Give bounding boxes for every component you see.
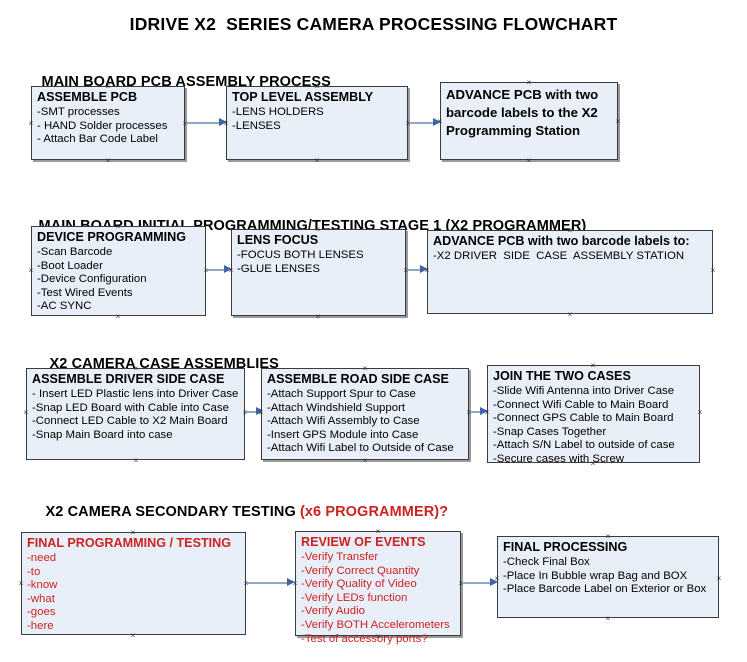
node-line: -LENSES [232,119,281,132]
node-line: -Attach Wifi Label to Outside of Case [267,442,454,455]
arrow-final-programming-to-review-events [247,582,291,584]
section-heading-accent: (x6 PROGRAMMER)? [299,504,449,520]
node-title: REVIEW OF EVENTS [301,535,426,549]
node-title: ASSEMBLE PCB [37,90,138,104]
node-join-the-two-cases[interactable]: JOIN THE TWO CASES -Slide Wifi Antenna i… [487,365,700,465]
node-line: -X2 DRIVER SIDE CASE ASSEMBLY STATION [433,250,685,262]
node-assemble-pcb[interactable]: ASSEMBLE PCB -SMT processes - HAND Solde… [31,86,185,160]
node-advance-pcb-driver-side-case[interactable]: ADVANCE PCB with two barcode labels to: … [427,230,713,314]
node-line: -AC SYNC [37,300,92,313]
node-line: -Place Barcode Label on Exterior or Box [503,583,707,596]
node-review-of-events[interactable]: REVIEW OF EVENTS -Verify Transfer -Verif… [295,531,461,645]
node-device-programming[interactable]: DEVICE PROGRAMMING -Scan Barcode -Boot L… [31,226,206,316]
node-line: -Verify Transfer [301,551,379,563]
node-title: DEVICE PROGRAMMING [37,230,187,244]
node-line: -Check Final Box [503,556,590,568]
node-line: -Boot Loader [37,259,103,272]
node-line: -need [27,552,57,564]
section-heading-x2-camera-secondary-testing: X2 CAMERA SECONDARY TESTING (x6 PROGRAMM… [29,488,449,536]
arrow-assemble-pcb-to-top-level [186,122,222,124]
node-line: -Place In Bubble wrap Bag and BOX [503,569,688,582]
arrow-head-icon [490,578,498,586]
section-heading-text: X2 CAMERA SECONDARY TESTING [45,504,300,520]
node-title: JOIN THE TWO CASES [493,369,631,383]
node-line: -GLUE LENSES [237,262,320,275]
node-title: ASSEMBLE DRIVER SIDE CASE [32,372,225,386]
node-title: TOP LEVEL ASSEMBLY [232,90,374,104]
node-line: - Insert LED Plastic lens into Driver Ca… [32,388,239,400]
node-line: - Attach Bar Code Label [37,133,158,146]
node-line: -here [27,619,54,632]
node-line: -Attach S/N Label to outside of case [493,439,675,452]
node-title: ADVANCE PCB with two barcode labels to: [433,234,690,248]
node-line: -Attach Windshield Support [267,401,406,414]
node-final-processing[interactable]: FINAL PROCESSING -Check Final Box -Place… [497,536,719,618]
arrow-head-icon [287,578,295,586]
node-line: -Slide Wifi Antenna into Driver Case [493,385,675,397]
node-title: FINAL PROGRAMMING / TESTING [27,536,232,550]
node-line: -know [27,579,58,592]
node-line: -SMT processes [37,106,120,118]
node-line: -Device Configuration [37,273,147,286]
node-line: -Connect Wifi Cable to Main Board [493,398,669,411]
node-line: -FOCUS BOTH LENSES [237,249,364,261]
node-line: - HAND Solder processes [37,119,168,132]
node-title: ADVANCE PCB with two barcode labels to t… [446,87,599,138]
node-line: -Verify Audio [301,605,365,618]
node-line: -Snap LED Board with Cable into Case [32,401,229,414]
node-lens-focus[interactable]: LENS FOCUS -FOCUS BOTH LENSES -GLUE LENS… [231,229,406,316]
node-line: -Verify Quality of Video [301,578,417,591]
node-line: -Verify Correct Quantity [301,564,420,577]
node-line: -Verify BOTH Accelerometers [301,618,450,631]
arrow-head-icon [420,265,428,273]
node-line: -Snap Cases Together [493,425,607,438]
node-title: ASSEMBLE ROAD SIDE CASE [267,372,449,386]
arrow-head-icon [224,265,232,273]
arrow-driver-case-to-road-case [246,411,260,413]
arrow-road-case-to-join-cases [470,411,484,413]
node-top-level-assembly[interactable]: TOP LEVEL ASSEMBLY -LENS HOLDERS -LENSES [226,86,408,160]
node-line: -Test Wired Events [37,286,133,299]
node-line: -Verify LEDs function [301,591,408,604]
page-title: IDRIVE X2 SERIES CAMERA PROCESSING FLOWC… [129,14,618,34]
node-line: -Scan Barcode [37,246,113,258]
arrow-head-icon [219,118,227,126]
node-line: -Connect GPS Cable to Main Board [493,412,674,425]
node-line: -to [27,565,41,578]
node-title: FINAL PROCESSING [503,540,628,554]
node-advance-pcb-x2-programming-station[interactable]: ADVANCE PCB with two barcode labels to t… [440,82,618,160]
node-line: -Attach Support Spur to Case [267,388,416,400]
node-final-programming-testing[interactable]: FINAL PROGRAMMING / TESTING -need -to -k… [21,532,246,635]
node-assemble-driver-side-case[interactable]: ASSEMBLE DRIVER SIDE CASE - Insert LED P… [26,368,245,460]
node-line: -Secure cases with Screw [493,452,625,465]
node-line: -Snap Main Board into case [32,428,173,441]
node-title: LENS FOCUS [237,233,319,247]
arrow-head-icon [433,118,441,126]
node-line: -what [27,592,55,605]
arrow-top-level-to-advance-pcb [409,122,437,124]
node-line: -LENS HOLDERS [232,106,324,118]
node-line: -Attach Wifi Assembly to Case [267,415,420,428]
node-line: -Connect LED Cable to X2 Main Board [32,415,228,428]
node-line-overflow: -Test of accessory ports? [301,632,428,645]
arrow-review-events-to-final-processing [462,582,494,584]
arrow-head-icon [480,407,488,415]
arrow-head-icon [256,407,264,415]
node-assemble-road-side-case[interactable]: ASSEMBLE ROAD SIDE CASE -Attach Support … [261,368,469,460]
arrow-lens-focus-to-advance-pcb [407,269,423,271]
node-line: -Insert GPS Module into Case [267,428,419,441]
node-line: -goes [27,606,56,619]
arrow-device-programming-to-lens-focus [207,269,227,271]
